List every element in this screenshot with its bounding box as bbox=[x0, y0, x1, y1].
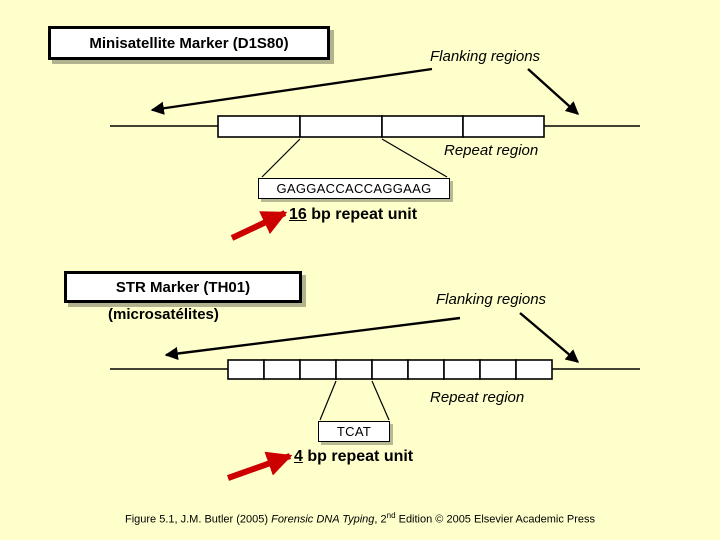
repeat-box bbox=[515, 359, 553, 380]
repeat-box bbox=[462, 115, 545, 138]
d1s80-repeat-boxes bbox=[217, 115, 545, 138]
credit-suffix: Edition © 2005 Elsevier Academic Press bbox=[395, 513, 596, 526]
figure-credit-line: Figure 5.1, J.M. Butler (2005) Forensic … bbox=[0, 511, 720, 526]
minisatellite-repeat-sequence-box: GAGGACCACCAGGAAG bbox=[258, 178, 450, 199]
minisatellite-title-text: Minisatellite Marker (D1S80) bbox=[89, 34, 289, 52]
repeat-box bbox=[443, 359, 481, 380]
repeat-box bbox=[371, 359, 409, 380]
repeat-box bbox=[479, 359, 517, 380]
str-title-text: STR Marker (TH01) bbox=[115, 278, 251, 296]
str-repeat-sequence-text: TCAT bbox=[336, 424, 372, 439]
repeat-box bbox=[407, 359, 445, 380]
minisatellite-title-box: Minisatellite Marker (D1S80) bbox=[48, 26, 330, 60]
repeat-box bbox=[381, 115, 464, 138]
credit-middle: , 2 bbox=[374, 513, 387, 526]
repeat-box bbox=[335, 359, 373, 380]
th01-flank-arrow-right bbox=[519, 312, 580, 363]
minisatellite-repeat-sequence-text: GAGGACCACCAGGAAG bbox=[276, 181, 432, 196]
str-repeat-unit-number: 4 bbox=[294, 448, 303, 465]
th01-red-arrow bbox=[226, 451, 293, 481]
str-repeat-region-label: Repeat region bbox=[430, 389, 525, 406]
str-subtitle-text: (microsatélites) bbox=[108, 306, 219, 323]
d1s80-red-arrow bbox=[230, 210, 288, 241]
credit-ordinal-superscript: nd bbox=[386, 511, 396, 520]
minisatellite-repeat-unit-suffix: bp repeat unit bbox=[306, 206, 418, 223]
repeat-box bbox=[227, 359, 265, 380]
d1s80-leader-left bbox=[261, 138, 301, 178]
str-repeat-sequence-box: TCAT bbox=[318, 421, 390, 442]
minisatellite-repeat-region-label: Repeat region bbox=[444, 142, 539, 159]
credit-prefix: Figure 5.1, J.M. Butler (2005) bbox=[124, 513, 272, 526]
d1s80-leader-right bbox=[381, 138, 448, 178]
repeat-box bbox=[263, 359, 301, 380]
th01-repeat-boxes bbox=[227, 359, 553, 380]
credit-book-title: Forensic DNA Typing bbox=[271, 513, 375, 526]
th01-flank-arrow-left bbox=[164, 316, 461, 361]
str-repeat-unit-suffix: bp repeat unit bbox=[302, 448, 414, 465]
repeat-box bbox=[299, 359, 337, 380]
repeat-box bbox=[299, 115, 383, 138]
th01-leader-left bbox=[319, 380, 337, 421]
th01-leader-right bbox=[371, 380, 390, 421]
minisatellite-repeat-unit-caption: 16 bp repeat unit bbox=[289, 206, 417, 224]
str-flanking-regions-label: Flanking regions bbox=[436, 291, 547, 308]
minisatellite-repeat-unit-number: 16 bbox=[289, 206, 307, 223]
d1s80-flank-arrow-right bbox=[527, 68, 579, 115]
d1s80-flank-arrow-left bbox=[150, 67, 433, 115]
minisatellite-flanking-regions-label: Flanking regions bbox=[430, 48, 541, 65]
str-repeat-unit-caption: 4 bp repeat unit bbox=[294, 448, 413, 466]
str-title-box: STR Marker (TH01) bbox=[64, 271, 302, 303]
repeat-box bbox=[217, 115, 301, 138]
